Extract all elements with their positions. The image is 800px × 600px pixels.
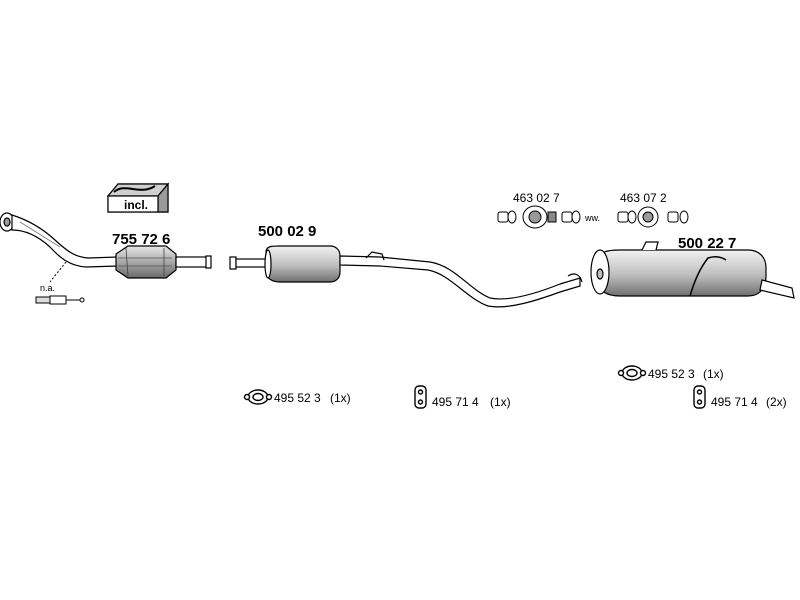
- middle-muffler: [229, 245, 341, 283]
- accessory-number: 495 52 3: [274, 391, 321, 405]
- accessory-qty: (1x): [490, 395, 511, 409]
- catalytic-converter: [115, 245, 212, 279]
- gasket-ring-icon: [617, 365, 647, 381]
- gasket-ring-icon: [243, 389, 273, 405]
- accessory-qty: (1x): [330, 391, 351, 405]
- accessory-number: 495 71 4: [432, 395, 479, 409]
- accessory-qty: (1x): [703, 367, 724, 381]
- middle-muffler-number: 500 02 9: [258, 223, 316, 240]
- rear-muffler-number: 500 22 7: [678, 235, 736, 252]
- clamp-kit-1: [497, 205, 581, 229]
- middle-pipe: [339, 251, 583, 308]
- catalytic-converter-number: 755 72 6: [112, 231, 170, 248]
- clamp-kit-2-number: 463 07 2: [620, 191, 667, 205]
- rear-muffler: [590, 241, 795, 299]
- accessory-number: 495 52 3: [648, 367, 695, 381]
- front-pipe: [0, 212, 119, 268]
- clamp-kit-2: [617, 206, 689, 228]
- clamp-separator-label: ww.: [584, 213, 600, 223]
- lambda-sensor: [35, 261, 85, 305]
- clamp-kit-1-number: 463 02 7: [513, 191, 560, 205]
- incl-label: incl.: [124, 198, 148, 212]
- incl-gasket-kit: [106, 182, 170, 213]
- rubber-hanger-icon: [414, 385, 427, 409]
- accessory-qty: (2x): [766, 395, 787, 409]
- rubber-hanger-icon: [693, 385, 706, 409]
- sensor-label: n.a.: [40, 283, 55, 293]
- accessory-number: 495 71 4: [711, 395, 758, 409]
